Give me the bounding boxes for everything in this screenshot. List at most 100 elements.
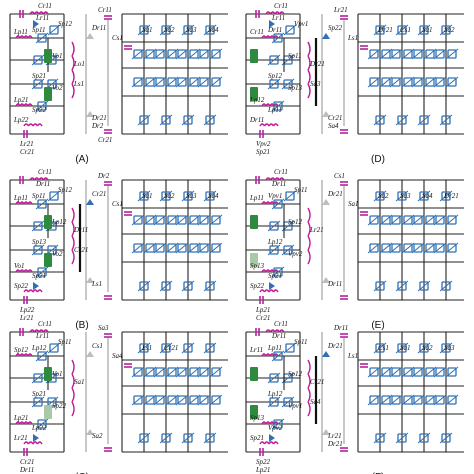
component-label: Cs1 [92,342,103,350]
switch-symbol [161,191,171,201]
switch-diagonal [373,342,387,354]
switch-symbol [161,343,171,353]
switch-diagonal [143,242,157,254]
component-label: Lp11 [13,194,28,202]
inductor-symbol [29,329,49,333]
diode-symbol [33,282,39,290]
component-label: Lp12 [51,218,67,226]
switch-symbol [37,351,47,361]
switch-symbol [33,221,43,231]
switch-diagonal [373,190,387,202]
switch-symbol [155,49,165,59]
component-label: Sa1 [348,200,359,208]
switch-symbol [375,115,385,125]
switch-diagonal [153,394,167,406]
switch-diagonal [159,342,173,354]
switch-symbol [139,191,149,201]
switch-symbol [425,77,435,87]
switch-diagonal [439,432,453,444]
switch-diagonal [445,366,459,378]
component-label: Dr21 [91,114,107,122]
switch-diagonal [445,394,459,406]
component-label: Sa4 [422,192,433,200]
switch-diagonal [281,78,295,90]
source-symbol [44,215,52,229]
switch-diagonal [411,242,425,254]
component-label: Sa4 [208,26,219,34]
component-label: Sa1 [400,344,411,352]
source-symbol [44,405,52,419]
switch-symbol [425,395,435,405]
component-label: Sa4 [112,352,123,360]
component-label: Sp12 [288,218,303,226]
switch-diagonal [35,198,49,210]
switch-symbol [375,343,385,353]
switch-diagonal [401,394,415,406]
switch-symbol [419,191,429,201]
switch-diagonal [423,366,437,378]
switch-diagonal [401,214,415,226]
component-label: Cr11 [274,2,288,10]
switch-symbol [273,419,283,429]
switch-symbol [381,215,391,225]
switch-symbol [425,49,435,59]
inductor-symbol [259,289,279,293]
switch-diagonal [187,394,201,406]
switch-symbol [33,55,43,65]
switch-diagonal [143,366,157,378]
switch-diagonal [367,242,381,254]
source-symbol [250,405,258,419]
switch-symbol [133,215,143,225]
switch-symbol [139,115,149,125]
component-label: Sp21 [32,72,46,80]
component-label: Sp12 [14,346,29,354]
component-label: Lp22 [19,306,35,314]
component-label: Lr11 [35,332,49,340]
component-label: Sp11 [58,338,71,346]
switch-symbol [369,395,379,405]
component-label: Dr11 [267,26,282,34]
switch-diagonal [367,76,381,88]
component-label: Ls1 [141,344,152,352]
inductor-symbol [23,123,43,127]
switch-diagonal [131,366,145,378]
switch-symbol [403,395,413,405]
switch-diagonal [283,342,297,354]
component-label: Lr21 [333,6,348,14]
switch-diagonal [379,214,393,226]
switch-symbol [155,77,165,87]
switch-symbol [413,367,423,377]
source-symbol [44,367,52,381]
switch-symbol [49,343,59,353]
component-label: Cr11 [274,168,288,176]
switch-symbol [375,191,385,201]
switch-symbol [183,25,193,35]
diode-symbol [86,33,94,39]
diode-symbol [322,33,330,39]
switch-diagonal [35,266,49,278]
switch-symbol [397,115,407,125]
component-label: Lr11 [249,346,263,354]
switch-diagonal [267,220,281,232]
switch-diagonal [153,48,167,60]
switch-symbol [397,25,407,35]
component-label: Dr21 [327,342,343,350]
switch-symbol [37,101,47,111]
switch-symbol [447,367,457,377]
component-label: Cr21 [256,314,270,322]
switch-diagonal [389,48,403,60]
component-label: Dr21 [309,60,325,68]
switch-symbol [167,243,177,253]
component-label: Dr2 [91,122,104,130]
inductor-symbol [307,207,311,265]
switch-symbol [413,215,423,225]
switch-diagonal [411,48,425,60]
component-label: Sa4 [310,398,321,406]
component-label: Lp21 [255,306,270,314]
switch-symbol [139,25,149,35]
switch-diagonal [395,280,409,292]
switch-diagonal [159,432,173,444]
switch-diagonal [271,100,285,112]
switch-diagonal [203,114,217,126]
switch-diagonal [175,214,189,226]
